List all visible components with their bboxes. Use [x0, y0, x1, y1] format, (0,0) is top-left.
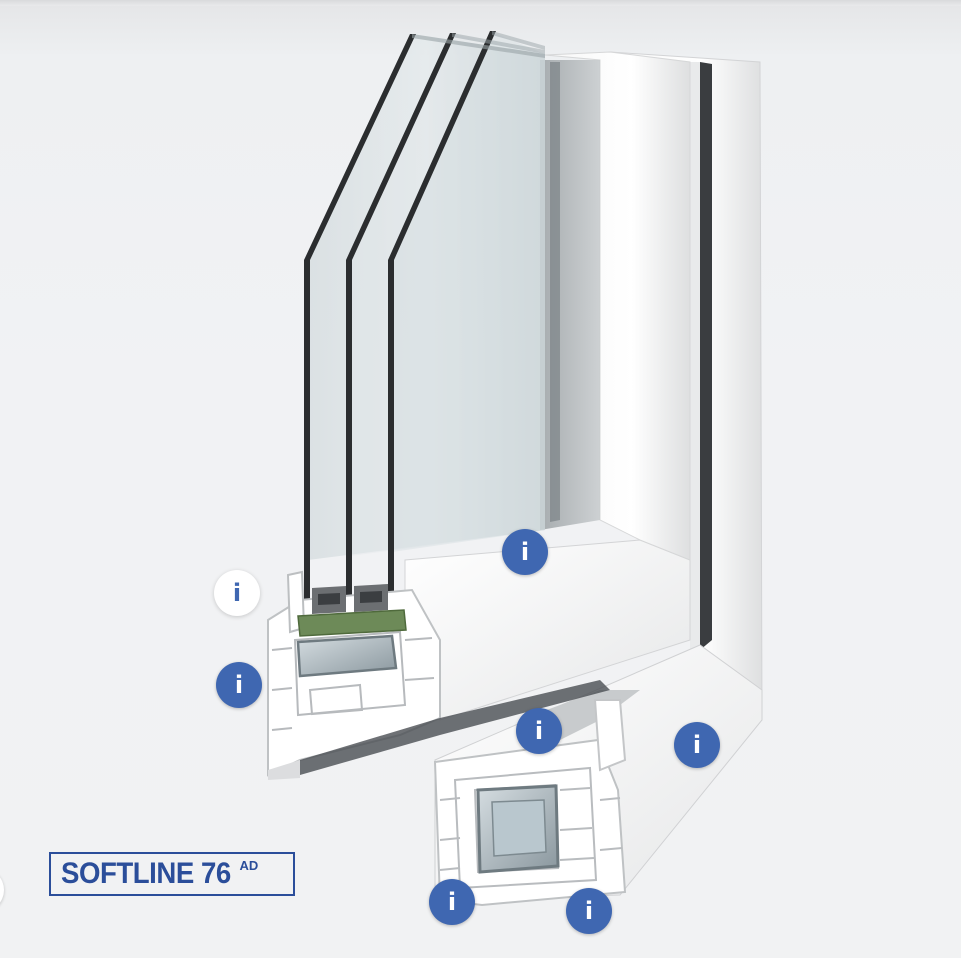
- info-hotspot-center-seal[interactable]: i: [516, 708, 562, 754]
- info-icon: i: [447, 888, 457, 916]
- info-hotspot-sash-surface[interactable]: i: [502, 529, 548, 575]
- info-hotspot-sash-chamber[interactable]: i: [216, 662, 262, 708]
- info-icon: i: [520, 538, 530, 566]
- info-hotspot-frame-bottom-right[interactable]: i: [566, 888, 612, 934]
- brand-logo: SOFTLINE 76 AD: [49, 852, 295, 896]
- info-hotspot-frame-surface[interactable]: i: [674, 722, 720, 768]
- info-icon: i: [534, 717, 544, 745]
- side-nav-button[interactable]: [0, 868, 4, 912]
- info-icon: i: [234, 671, 244, 699]
- brand-name: SOFTLINE 76: [61, 857, 231, 890]
- top-edge: [0, 0, 961, 6]
- info-hotspot-glazing-bead[interactable]: i: [214, 570, 260, 616]
- info-icon: i: [584, 897, 594, 925]
- info-icon: i: [232, 579, 242, 607]
- info-icon: i: [692, 731, 702, 759]
- brand-superscript: AD: [239, 857, 259, 873]
- info-hotspot-frame-bottom-left[interactable]: i: [429, 879, 475, 925]
